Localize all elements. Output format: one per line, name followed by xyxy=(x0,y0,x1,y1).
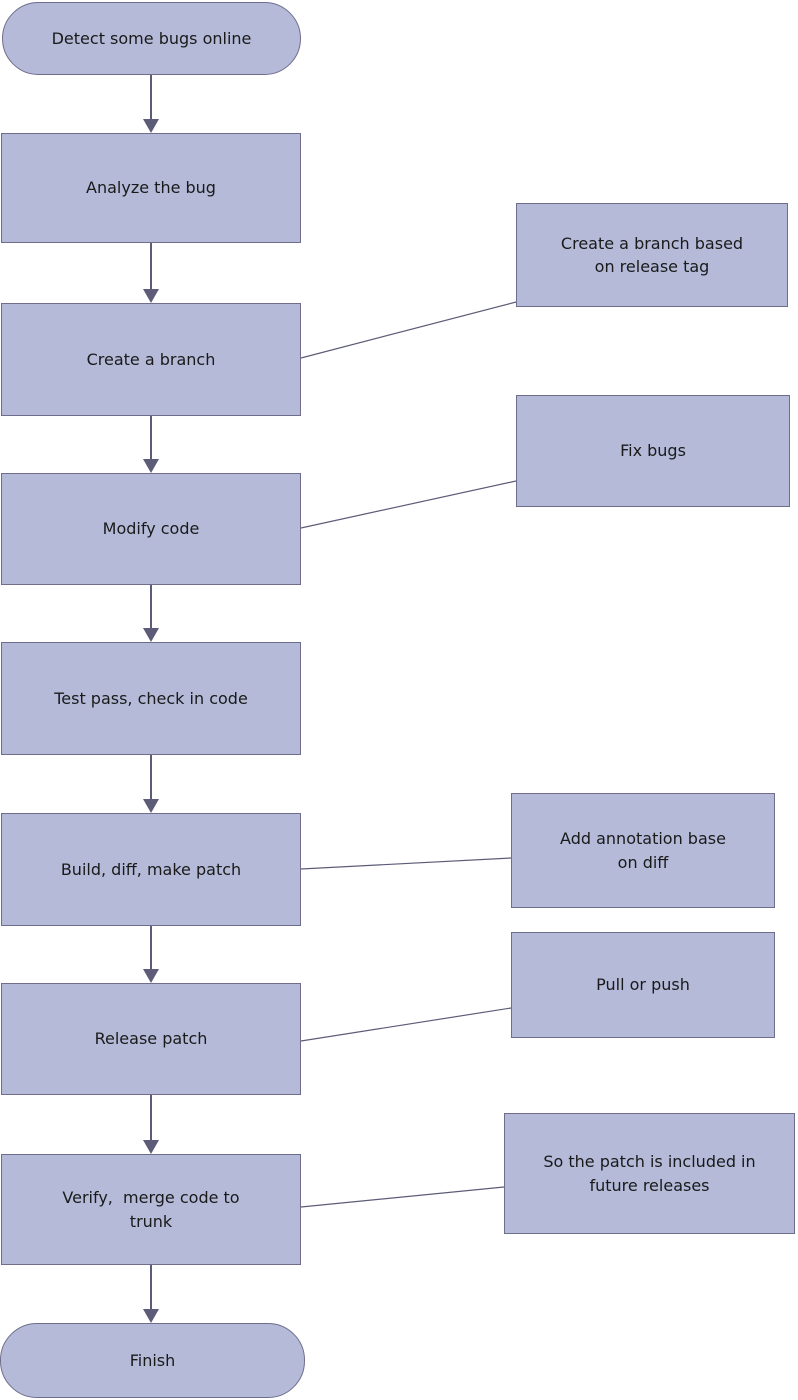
annotation-create-branch: Create a branch based on release tag xyxy=(516,203,788,307)
flow-arrow xyxy=(143,416,159,473)
flow-arrow xyxy=(143,75,159,133)
flow-arrow xyxy=(143,926,159,983)
node-label: Finish xyxy=(129,1350,176,1370)
annotation-pull-or-push: Pull or push xyxy=(511,932,775,1038)
node-test-pass: Test pass, check in code xyxy=(1,642,301,755)
node-release-patch: Release patch xyxy=(1,983,301,1095)
annotation-label: Fix bugs xyxy=(620,441,686,461)
node-label: Analyze the bug xyxy=(86,178,216,198)
annotation-label: So the patch is included in future relea… xyxy=(543,1152,761,1195)
annotation-label: Pull or push xyxy=(596,975,690,995)
annotation-connector xyxy=(300,857,512,870)
node-analyze-bug: Analyze the bug xyxy=(1,133,301,243)
annotation-connector xyxy=(300,301,517,359)
annotation-label: Add annotation base on diff xyxy=(560,829,732,872)
node-label: Create a branch xyxy=(86,349,216,369)
node-label: Modify code xyxy=(102,519,200,539)
node-label: Verify, merge code to trunk xyxy=(62,1188,245,1231)
node-modify-code: Modify code xyxy=(1,473,301,585)
annotation-connector xyxy=(300,480,517,529)
annotation-patch-included: So the patch is included in future relea… xyxy=(504,1113,795,1234)
node-build-diff-patch: Build, diff, make patch xyxy=(1,813,301,926)
annotation-fix-bugs: Fix bugs xyxy=(516,395,790,507)
flow-arrow xyxy=(143,1095,159,1154)
node-verify-merge: Verify, merge code to trunk xyxy=(1,1154,301,1265)
annotation-connector xyxy=(300,1186,505,1208)
annotation-label: Create a branch based on release tag xyxy=(560,233,749,276)
flow-arrow xyxy=(143,1265,159,1323)
flow-arrow xyxy=(143,755,159,813)
node-label: Test pass, check in code xyxy=(54,688,248,708)
node-start: Detect some bugs online xyxy=(2,2,301,75)
node-finish: Finish xyxy=(0,1323,305,1398)
node-label: Detect some bugs online xyxy=(51,28,252,48)
flow-arrow xyxy=(143,585,159,642)
annotation-connector xyxy=(300,1007,512,1042)
node-label: Build, diff, make patch xyxy=(60,859,242,879)
node-label: Release patch xyxy=(94,1029,208,1049)
flow-arrow xyxy=(143,243,159,303)
annotation-add-annotation: Add annotation base on diff xyxy=(511,793,775,908)
node-create-branch: Create a branch xyxy=(1,303,301,416)
